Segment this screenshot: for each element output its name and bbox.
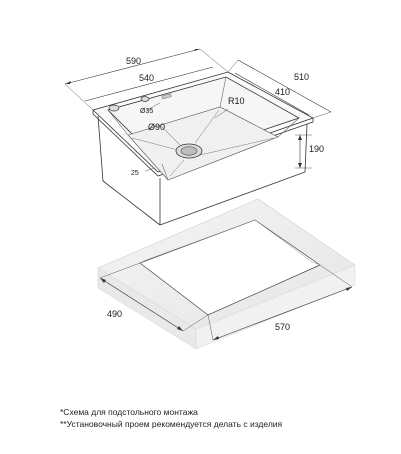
dim-bowl-height: 190 [309, 144, 324, 154]
drain-icon [175, 143, 203, 159]
dim-cutout-depth: 490 [107, 309, 122, 319]
sink-rim-edge [92, 110, 314, 177]
dim-cutout-width: 570 [275, 322, 290, 332]
dim-drain-diameter: Ø90 [148, 122, 165, 132]
cutout-dimension-lines [99, 262, 353, 341]
bowl-wall-left [97, 115, 161, 226]
tap-hole-icon [108, 93, 172, 112]
dim-tap-hole: Ø35 [140, 108, 153, 115]
sink-dimension-lines [64, 48, 332, 172]
dim-inner-depth: 410 [275, 87, 290, 97]
bowl-wall-right [159, 123, 308, 226]
dim-rim: 25 [131, 170, 139, 177]
slab-front-right [195, 264, 356, 350]
dim-sink-depth: 510 [294, 72, 309, 82]
dimension-arrows [65, 49, 302, 168]
countertop-cutout [97, 198, 356, 350]
cutout-dimension-arrows [100, 278, 352, 340]
note-cutout-recommendation: **Установочный проем рекомендуется делат… [60, 419, 283, 429]
dim-corner-radius: R10 [228, 96, 245, 106]
installation-notes: *Схема для подстольного монтажа **Устано… [60, 406, 395, 430]
note-underside-mount: *Схема для подстольного монтажа [60, 407, 198, 417]
dim-inner-width: 540 [139, 73, 154, 83]
dim-sink-width: 590 [126, 56, 141, 66]
